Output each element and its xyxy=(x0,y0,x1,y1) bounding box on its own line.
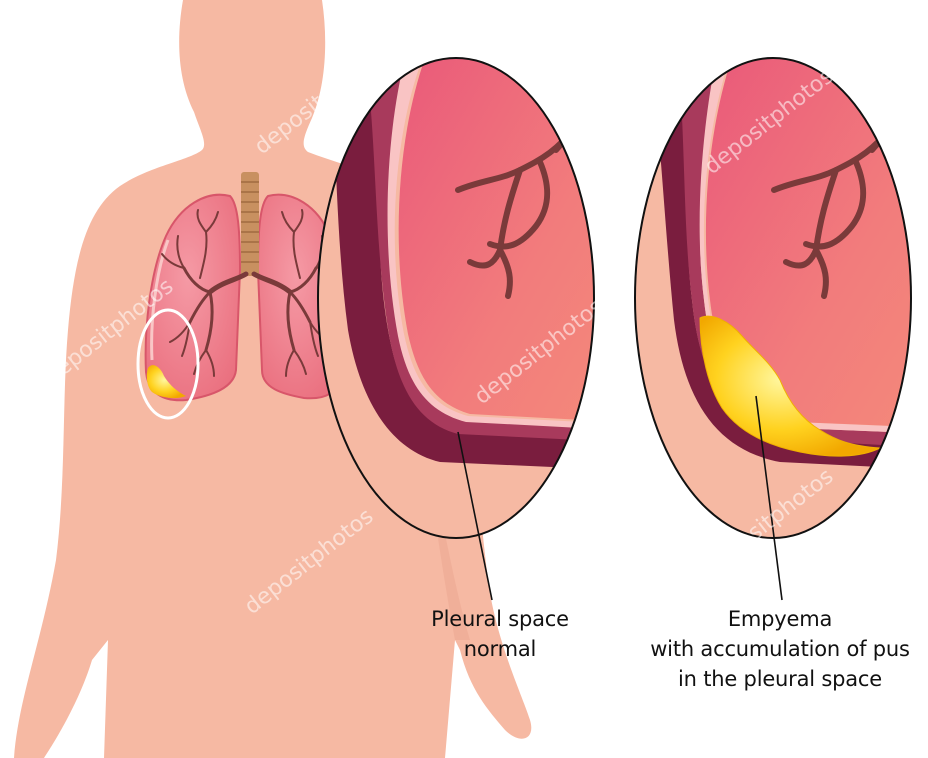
label-line: with accumulation of pus xyxy=(630,634,928,664)
label-line: Empyema xyxy=(630,604,928,634)
zoom-normal-pleural-space xyxy=(318,40,620,538)
label-pleural-space-normal: Pleural space normal xyxy=(400,604,600,664)
label-line: normal xyxy=(400,634,600,664)
label-line: Pleural space xyxy=(400,604,600,634)
zoom-empyema-pleural-space xyxy=(635,40,928,538)
label-line: in the pleural space xyxy=(630,664,928,694)
trachea xyxy=(241,172,259,276)
label-empyema: Empyema with accumulation of pus in the … xyxy=(630,604,928,694)
